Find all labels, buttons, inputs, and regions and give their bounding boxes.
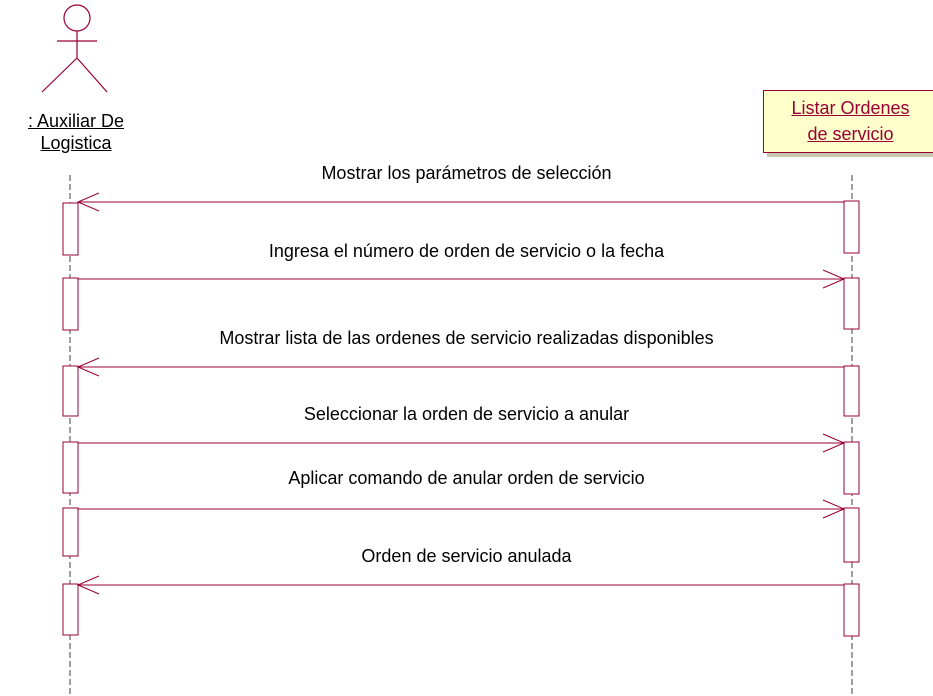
object-activation-1 <box>843 200 860 254</box>
message-arrow-3 <box>76 357 844 377</box>
actor-icon <box>41 4 108 93</box>
actor-name-line1: : Auxiliar De <box>27 111 125 131</box>
object-name-line2: de servicio <box>807 124 894 144</box>
object-activation-4 <box>843 441 860 495</box>
actor-activation-6 <box>62 583 79 636</box>
message-arrow-4 <box>78 433 846 453</box>
object-activation-3 <box>843 365 860 417</box>
message-arrow-5 <box>78 499 846 519</box>
message-arrow-6 <box>76 575 844 595</box>
actor-activation-3 <box>62 365 79 417</box>
actor-activation-4 <box>62 441 79 494</box>
object-activation-2 <box>843 277 860 330</box>
message-label-2: Ingresa el número de orden de servicio o… <box>268 241 665 261</box>
message-label-6: Orden de servicio anulada <box>361 546 572 566</box>
actor-name-line2: Logistica <box>40 133 112 153</box>
object-box <box>763 90 933 153</box>
actor-activation-2 <box>62 277 79 331</box>
message-arrow-1 <box>76 192 844 212</box>
message-label-4: Seleccionar la orden de servicio a anula… <box>303 404 630 424</box>
message-label-3: Mostrar lista de las ordenes de servicio… <box>219 328 714 348</box>
object-name-line1: Listar Ordenes <box>791 98 910 118</box>
actor-name: : Auxiliar De Logistica <box>8 110 144 154</box>
actor-activation-5 <box>62 507 79 557</box>
object-activation-6 <box>843 583 860 637</box>
object-name: Listar Ordenes de servicio <box>763 95 933 147</box>
object-activation-5 <box>843 507 860 563</box>
message-arrow-2 <box>78 269 846 289</box>
actor-activation-1 <box>62 202 79 256</box>
message-label-5: Aplicar comando de anular orden de servi… <box>288 468 645 488</box>
message-label-1: Mostrar los parámetros de selección <box>321 163 612 183</box>
